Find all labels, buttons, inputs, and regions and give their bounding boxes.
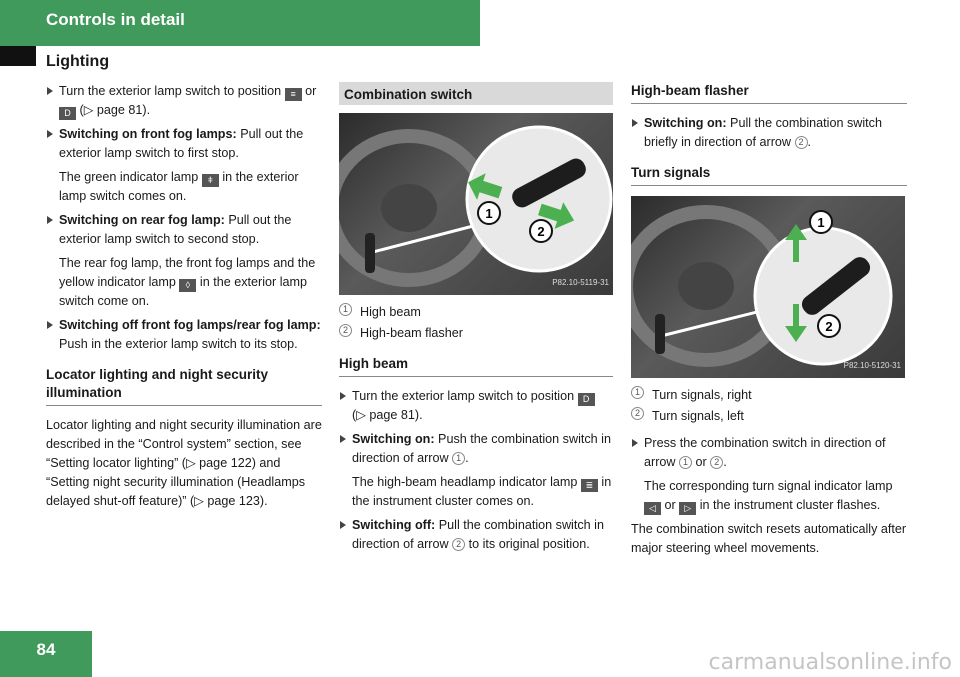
reset-note: The combination switch resets automatica…	[631, 522, 907, 555]
page-link[interactable]: (▷ page 81).	[79, 103, 151, 117]
low-beam-icon: D	[59, 107, 76, 120]
photo-reference: P82.10-5119-31	[552, 278, 609, 287]
high-beam-heading: High beam	[339, 355, 613, 377]
list-item: Switching off: Pull the combination swit…	[339, 516, 613, 554]
list-item: Turn the exterior lamp switch to positio…	[339, 387, 613, 425]
list-subtext: The corresponding turn signal indicator …	[644, 479, 893, 515]
list-item: Turn the exterior lamp switch to positio…	[46, 82, 322, 120]
marker-2: 2	[825, 319, 832, 334]
marker-2: 2	[537, 224, 544, 239]
list-item: Switching on front fog lamps: Pull out t…	[46, 125, 322, 163]
list-item: Switching off front fog lamps/rear fog l…	[46, 316, 322, 354]
page-link[interactable]: (▷ page 81).	[352, 408, 423, 422]
section-tab	[0, 46, 36, 66]
photo-reference: P82.10-5120-31	[843, 361, 901, 370]
section-title: Lighting	[46, 53, 110, 70]
combination-switch-illustration: 1 2	[339, 125, 613, 287]
list-subtext: The green indicator lamp ǂ in the exteri…	[59, 170, 299, 203]
parking-lamp-icon: ≡	[284, 88, 302, 101]
list-item: Switching on rear fog lamp: Pull out the…	[46, 211, 322, 249]
list-subtext: The rear fog lamp, the front fog lamps a…	[59, 256, 316, 308]
locator-body: Locator lighting and night security illu…	[46, 418, 322, 508]
combination-switch-heading: Combination switch	[339, 82, 613, 105]
list-subtext: The high-beam headlamp indicator lamp ≣ …	[352, 475, 612, 508]
turn-right-icon: ▷	[679, 502, 697, 515]
turn-signal-illustration: 1 2	[631, 205, 893, 367]
low-beam-icon: D	[577, 393, 595, 406]
header-bar	[0, 0, 480, 46]
page-number: 84	[0, 631, 92, 677]
high-beam-icon: ≣	[580, 479, 598, 492]
combination-switch-photo: 1 2 P82.10-5119-31	[339, 113, 613, 295]
list-item: Switching on: Push the combination switc…	[339, 430, 613, 468]
list-item: Switching on: Pull the combination switc…	[631, 114, 907, 152]
header-title: Controls in detail	[46, 10, 185, 29]
locator-heading: Locator lighting and night security illu…	[46, 366, 322, 406]
turn-signal-photo: 1 2 P82.10-5120-31	[631, 196, 905, 378]
turn-signals-heading: Turn signals	[631, 164, 907, 186]
marker-1: 1	[817, 215, 824, 230]
front-fog-lamp-icon: ǂ	[201, 174, 219, 187]
flasher-heading: High-beam flasher	[631, 82, 907, 104]
column-3: High-beam flasher Switching on: Pull the…	[631, 82, 907, 563]
column-1: Turn the exterior lamp switch to positio…	[46, 82, 322, 516]
list-item: Press the combination switch in directio…	[631, 434, 907, 472]
marker-1: 1	[485, 206, 492, 221]
watermark: carmanualsonline.info	[708, 650, 952, 675]
rear-fog-lamp-icon: ◊	[179, 279, 197, 292]
turn-left-icon: ◁	[644, 502, 661, 515]
